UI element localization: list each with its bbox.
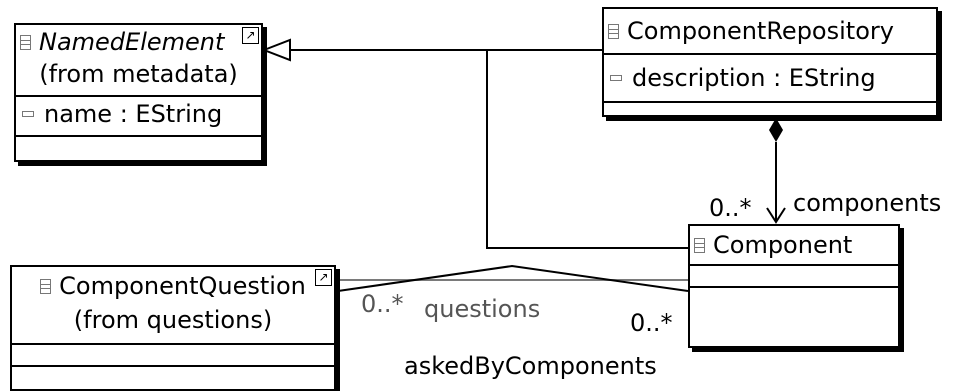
class-component-question[interactable]: ComponentQuestion (from questions) ↗ — [10, 265, 336, 391]
operation-compartment-divider — [16, 135, 261, 137]
attribute-row[interactable]: name : EString — [16, 97, 261, 131]
attribute-compartment-divider — [604, 53, 936, 55]
class-component-question-name: ComponentQuestion — [59, 272, 306, 300]
class-component-question-origin: (from questions) — [73, 306, 273, 334]
class-component-question-header: ComponentQuestion — [12, 267, 334, 305]
class-named-element-origin: (from metadata) — [39, 60, 238, 88]
attribute-icon — [610, 75, 622, 81]
class-component-header: Component — [690, 226, 898, 264]
attribute-compartment-divider — [12, 343, 334, 345]
attribute-text: description : EString — [632, 64, 876, 92]
class-named-element[interactable]: NamedElement (from metadata) name : EStr… — [14, 23, 263, 162]
shortcut-arrow-icon[interactable]: ↗ — [315, 269, 332, 286]
operation-compartment-divider — [604, 101, 936, 103]
attribute-text: name : EString — [44, 100, 223, 128]
composition-diamond — [769, 118, 783, 142]
attribute-compartment-divider — [16, 95, 261, 97]
association-role-a-label: questions — [424, 295, 541, 323]
association-role-b-label: askedByComponents — [404, 352, 657, 380]
class-component-name: Component — [713, 231, 853, 259]
generalization-arrowhead — [261, 38, 291, 62]
composition-multiplicity: 0..* — [709, 194, 752, 222]
class-component-repository[interactable]: ComponentRepository description : EStrin… — [602, 7, 938, 117]
operation-compartment-divider — [690, 286, 898, 288]
class-component-repository-header: ComponentRepository — [604, 9, 936, 53]
class-icon — [40, 278, 52, 294]
association-edge-cross[interactable] — [337, 264, 689, 292]
shortcut-arrow-icon[interactable]: ↗ — [242, 27, 259, 44]
attribute-icon — [22, 111, 34, 117]
attribute-row[interactable]: description : EString — [604, 55, 936, 95]
class-named-element-name: NamedElement — [39, 28, 225, 56]
composition-role-label: components — [793, 189, 942, 217]
class-component-repository-name: ComponentRepository — [627, 17, 894, 45]
association-multiplicity-a: 0..* — [361, 290, 404, 318]
class-named-element-header: NamedElement — [16, 25, 261, 59]
class-icon — [694, 237, 705, 253]
association-multiplicity-b: 0..* — [630, 309, 673, 337]
class-icon — [20, 34, 31, 50]
class-component[interactable]: Component — [688, 224, 900, 348]
class-icon — [608, 23, 619, 39]
operation-compartment-divider — [12, 365, 334, 367]
generalization-edge[interactable] — [290, 49, 688, 249]
attribute-compartment-divider — [690, 264, 898, 266]
composition-arrowhead — [766, 207, 786, 224]
